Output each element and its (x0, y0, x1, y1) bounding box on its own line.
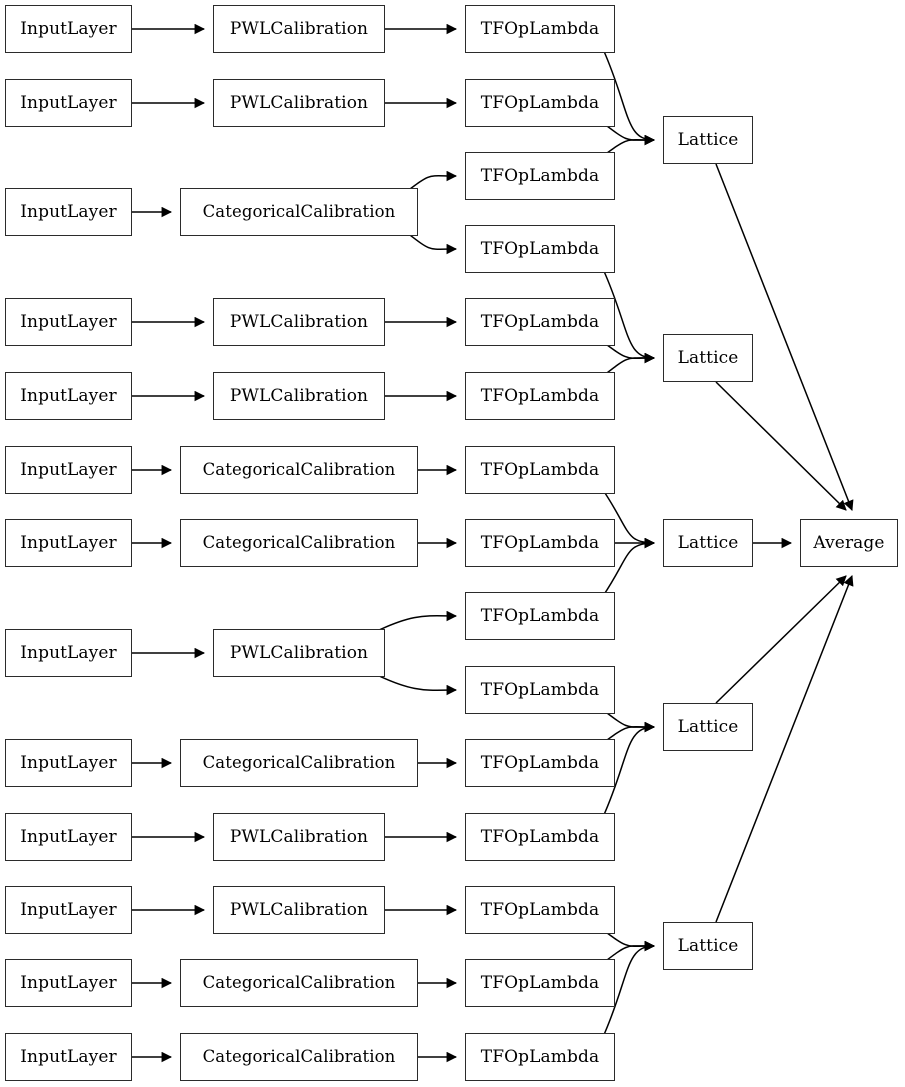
graph-edge-lat2-to-avg (715, 381, 847, 511)
graph-node-cal10[interactable]: PWLCalibration (213, 813, 385, 861)
graph-node-in2[interactable]: InputLayer (5, 79, 132, 127)
graph-node-cal11[interactable]: PWLCalibration (213, 886, 385, 934)
graph-node-in4[interactable]: InputLayer (5, 298, 132, 346)
graph-node-label: InputLayer (20, 532, 117, 553)
graph-node-op9[interactable]: TFOpLambda (465, 592, 615, 640)
graph-node-label: PWLCalibration (229, 899, 369, 920)
graph-node-label: TFOpLambda (480, 899, 600, 920)
graph-node-label: CategoricalCalibration (202, 1046, 396, 1066)
graph-node-lat3[interactable]: Lattice (663, 519, 753, 567)
graph-node-in5[interactable]: InputLayer (5, 372, 132, 420)
graph-node-cal12[interactable]: CategoricalCalibration (180, 959, 418, 1007)
graph-node-label: TFOpLambda (480, 165, 600, 186)
graph-node-label: PWLCalibration (229, 385, 369, 406)
graph-node-in13[interactable]: InputLayer (5, 1033, 132, 1081)
graph-node-label: PWLCalibration (229, 92, 369, 113)
graph-node-lat5[interactable]: Lattice (663, 922, 753, 970)
graph-node-label: InputLayer (20, 385, 117, 406)
graph-node-label: InputLayer (20, 18, 117, 39)
graph-node-label: CategoricalCalibration (202, 972, 396, 992)
graph-node-op15[interactable]: TFOpLambda (465, 1033, 615, 1081)
graph-edge-cal8-to-op10 (372, 672, 458, 696)
graph-node-op3[interactable]: TFOpLambda (465, 152, 615, 200)
graph-node-op10[interactable]: TFOpLambda (465, 666, 615, 714)
graph-node-label: PWLCalibration (229, 826, 369, 847)
graph-node-label: InputLayer (20, 459, 117, 480)
graph-node-label: PWLCalibration (229, 18, 369, 39)
graph-node-in9[interactable]: InputLayer (5, 739, 132, 787)
graph-node-label: InputLayer (20, 1046, 117, 1067)
graph-node-op14[interactable]: TFOpLambda (465, 959, 615, 1007)
graph-node-label: CategoricalCalibration (202, 532, 396, 552)
graph-node-label: TFOpLambda (480, 826, 600, 847)
graph-node-label: PWLCalibration (229, 642, 369, 663)
graph-node-label: TFOpLambda (480, 752, 600, 773)
graph-node-label: TFOpLambda (480, 385, 600, 406)
graph-node-label: TFOpLambda (480, 238, 600, 259)
graph-node-label: CategoricalCalibration (202, 459, 396, 479)
graph-node-label: Lattice (677, 129, 739, 150)
graph-node-label: InputLayer (20, 92, 117, 113)
graph-node-label: TFOpLambda (480, 605, 600, 626)
graph-node-lat1[interactable]: Lattice (663, 116, 753, 164)
graph-node-op11[interactable]: TFOpLambda (465, 739, 615, 787)
graph-node-op12[interactable]: TFOpLambda (465, 813, 615, 861)
graph-node-lat2[interactable]: Lattice (663, 334, 753, 382)
graph-node-op7[interactable]: TFOpLambda (465, 446, 615, 494)
graph-node-label: TFOpLambda (480, 18, 600, 39)
graph-node-label: TFOpLambda (480, 459, 600, 480)
graph-node-op6[interactable]: TFOpLambda (465, 372, 615, 420)
graph-node-label: TFOpLambda (480, 311, 600, 332)
graph-node-in3[interactable]: InputLayer (5, 188, 132, 236)
graph-node-cal9[interactable]: CategoricalCalibration (180, 739, 418, 787)
graph-node-label: InputLayer (20, 311, 117, 332)
graph-node-label: TFOpLambda (480, 679, 600, 700)
graph-node-op1[interactable]: TFOpLambda (465, 5, 615, 53)
graph-node-label: InputLayer (20, 899, 117, 920)
graph-node-cal5[interactable]: PWLCalibration (213, 372, 385, 420)
graph-node-label: InputLayer (20, 752, 117, 773)
graph-node-cal1[interactable]: PWLCalibration (213, 5, 385, 53)
graph-node-op2[interactable]: TFOpLambda (465, 79, 615, 127)
graph-node-label: TFOpLambda (480, 532, 600, 553)
graph-edge-cal8-to-op9 (372, 610, 458, 634)
graph-node-label: TFOpLambda (480, 92, 600, 113)
graph-edge-lat4-to-avg (715, 575, 847, 704)
graph-node-cal2[interactable]: PWLCalibration (213, 79, 385, 127)
graph-node-in8[interactable]: InputLayer (5, 629, 132, 677)
graph-node-lat4[interactable]: Lattice (663, 703, 753, 751)
graph-node-label: TFOpLambda (480, 972, 600, 993)
graph-node-op4[interactable]: TFOpLambda (465, 225, 615, 273)
graph-node-in12[interactable]: InputLayer (5, 959, 132, 1007)
graph-node-cal3[interactable]: CategoricalCalibration (180, 188, 418, 236)
graph-node-label: Average (813, 532, 885, 553)
graph-node-label: Lattice (677, 935, 739, 956)
graph-node-in7[interactable]: InputLayer (5, 519, 132, 567)
graph-node-in11[interactable]: InputLayer (5, 886, 132, 934)
graph-node-label: InputLayer (20, 201, 117, 222)
graph-node-label: Lattice (677, 532, 739, 553)
graph-node-avg[interactable]: Average (800, 519, 898, 567)
graph-node-label: InputLayer (20, 826, 117, 847)
graph-node-cal8[interactable]: PWLCalibration (213, 629, 385, 677)
graph-node-label: InputLayer (20, 972, 117, 993)
graph-node-cal6[interactable]: CategoricalCalibration (180, 446, 418, 494)
graph-node-op5[interactable]: TFOpLambda (465, 298, 615, 346)
graph-node-op13[interactable]: TFOpLambda (465, 886, 615, 934)
graph-node-label: Lattice (677, 716, 739, 737)
graph-node-cal4[interactable]: PWLCalibration (213, 298, 385, 346)
graph-node-label: InputLayer (20, 642, 117, 663)
graph-node-label: CategoricalCalibration (202, 752, 396, 772)
graph-node-op8[interactable]: TFOpLambda (465, 519, 615, 567)
graph-node-label: TFOpLambda (480, 1046, 600, 1067)
graph-node-in6[interactable]: InputLayer (5, 446, 132, 494)
graph-node-label: PWLCalibration (229, 311, 369, 332)
graph-node-label: Lattice (677, 347, 739, 368)
graph-node-cal13[interactable]: CategoricalCalibration (180, 1033, 418, 1081)
graph-node-cal7[interactable]: CategoricalCalibration (180, 519, 418, 567)
graph-node-in10[interactable]: InputLayer (5, 813, 132, 861)
graph-node-in1[interactable]: InputLayer (5, 5, 132, 53)
graph-node-label: CategoricalCalibration (202, 201, 396, 221)
